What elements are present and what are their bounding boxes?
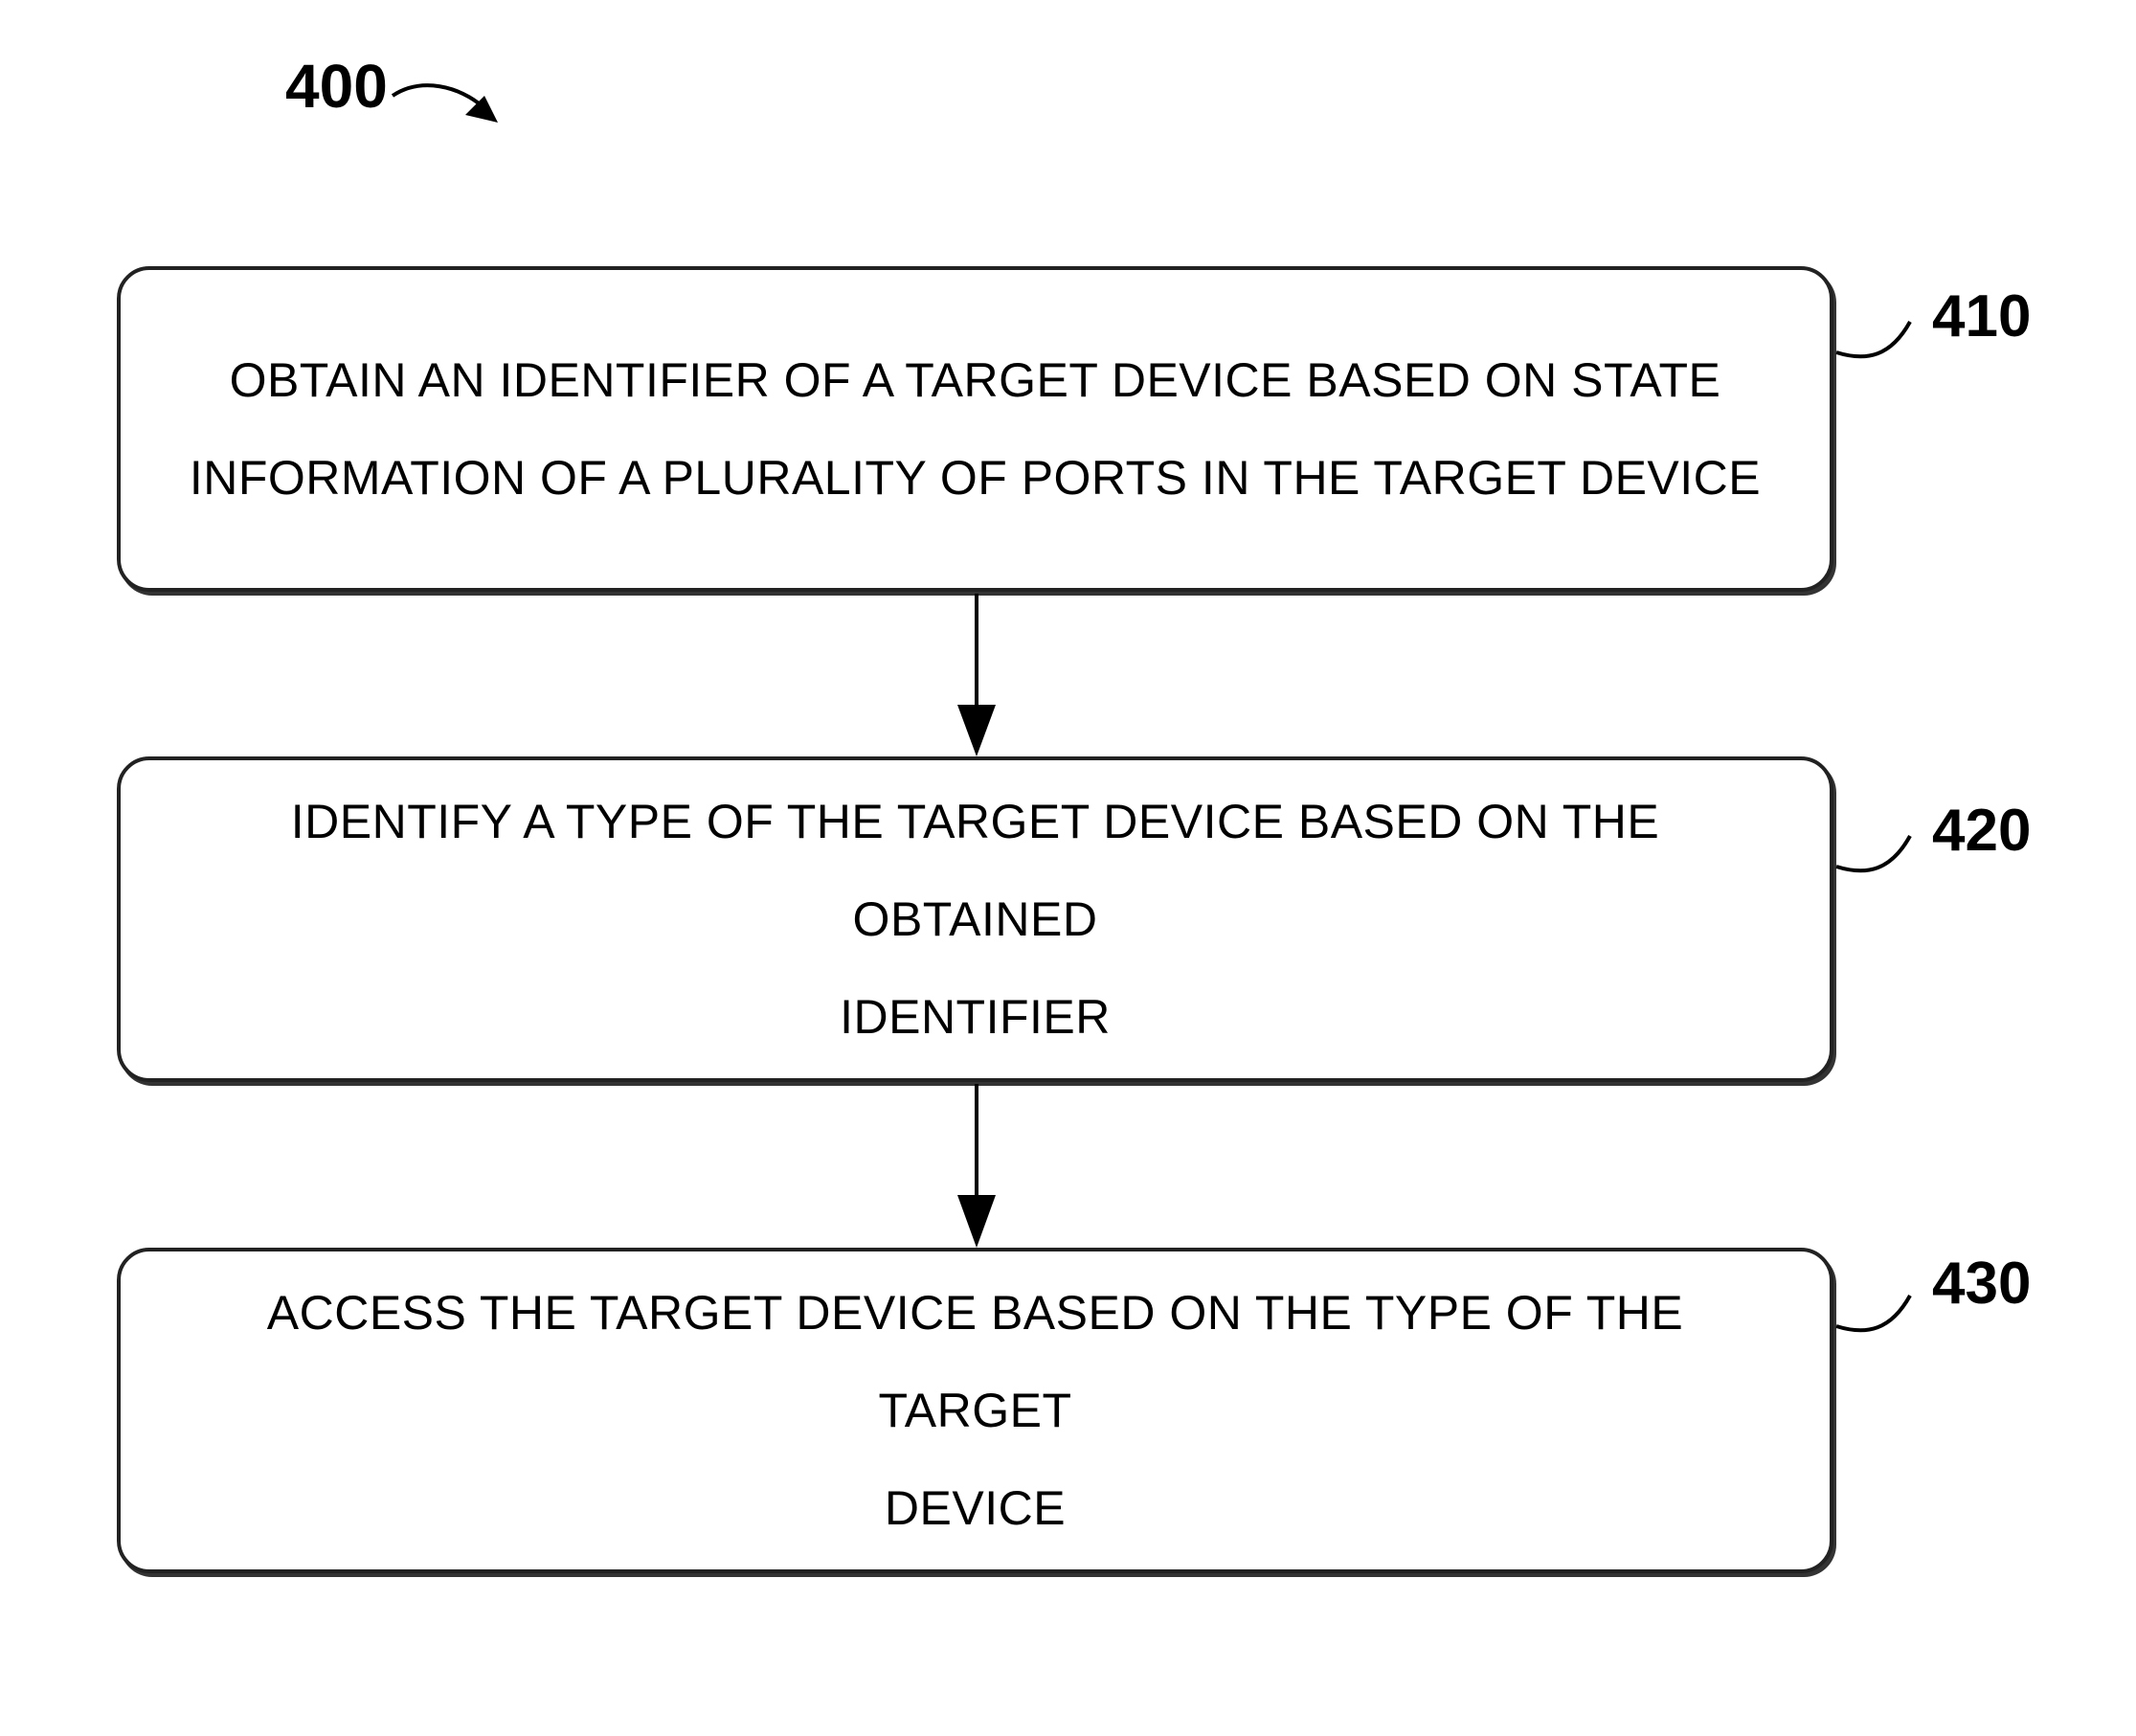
flow-arrowhead-430: [957, 1195, 996, 1248]
step-text-410: OBTAIN AN IDENTIFIER OF A TARGET DEVICE …: [132, 331, 1818, 527]
flow-arrowhead-420: [957, 705, 996, 756]
step-box-420: IDENTIFY A TYPE OF THE TARGET DEVICE BAS…: [117, 756, 1833, 1082]
figure-pointer-arrow: [393, 85, 483, 107]
leader-line-430: [1836, 1296, 1910, 1330]
step-box-430: ACCESS THE TARGET DEVICE BASED ON THE TY…: [117, 1248, 1833, 1573]
ref-label-420: 420: [1932, 801, 2031, 861]
step-text-420: IDENTIFY A TYPE OF THE TARGET DEVICE BAS…: [121, 773, 1830, 1066]
step-text-430: ACCESS THE TARGET DEVICE BASED ON THE TY…: [121, 1264, 1830, 1557]
leader-line-420: [1836, 836, 1910, 870]
figure-pointer-arrowhead: [465, 96, 498, 123]
step-box-410: OBTAIN AN IDENTIFIER OF A TARGET DEVICE …: [117, 266, 1833, 592]
figure-number: 400: [285, 56, 388, 117]
ref-label-430: 430: [1932, 1254, 2031, 1314]
leader-line-410: [1836, 322, 1910, 356]
ref-label-410: 410: [1932, 287, 2031, 347]
